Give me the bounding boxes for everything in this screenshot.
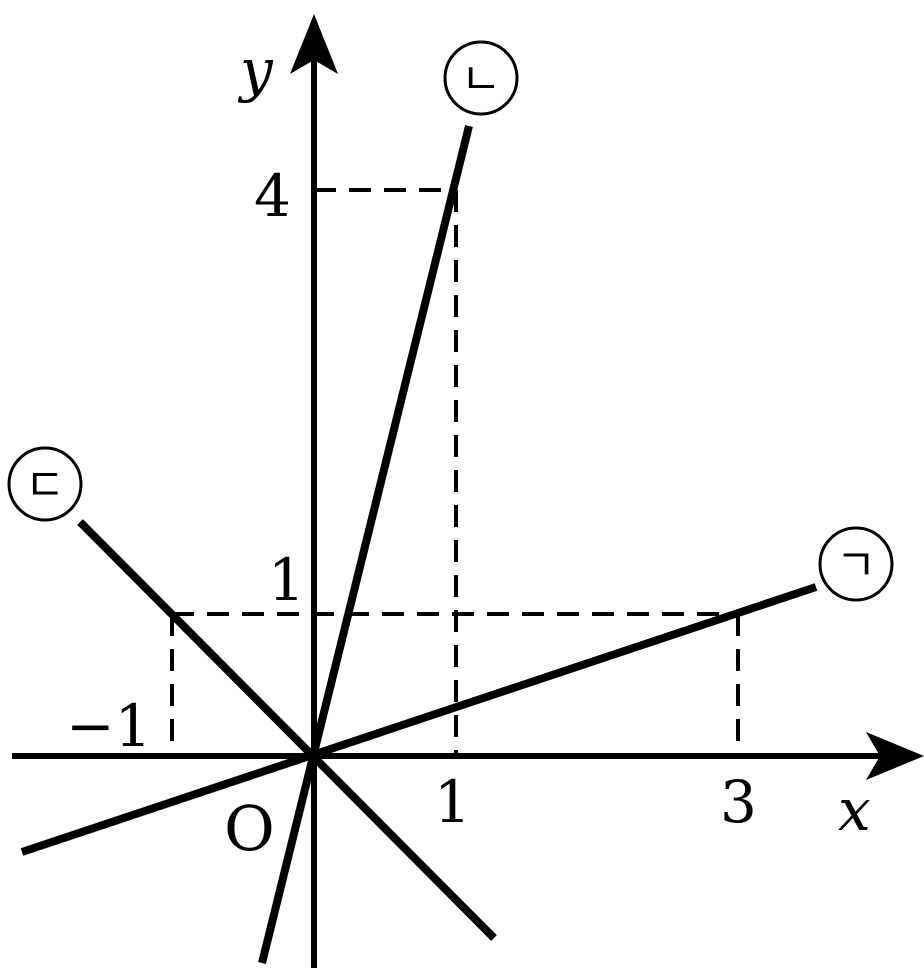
tick-x-1: 1 [434, 768, 471, 836]
badge-giyeok: ㄱ [818, 526, 894, 602]
badge-nieun: ㄴ [443, 40, 519, 116]
origin-label: O [224, 792, 275, 865]
tick-y-4: 4 [254, 162, 291, 230]
line-nieun [258, 125, 473, 964]
tick-x-neg1: −1 [66, 692, 152, 760]
line-giyeok [20, 583, 818, 856]
badge-giyeok-circle [818, 526, 894, 602]
badge-nieun-text: ㄴ [461, 54, 501, 105]
y-axis-label: y [237, 36, 274, 104]
tick-y-1: 1 [268, 546, 305, 614]
badge-giyeok-text: ㄱ [836, 540, 876, 591]
y-axis-arrow-icon [290, 14, 338, 74]
badge-digeut: ㄷ [7, 446, 83, 522]
tick-x-3: 3 [720, 768, 757, 836]
badge-digeut-circle [7, 446, 83, 522]
x-axis-label: x [838, 776, 871, 844]
badge-nieun-circle [443, 40, 519, 116]
line-digeut [77, 519, 497, 941]
badge-digeut-text: ㄷ [25, 460, 65, 511]
x-axis-arrow-icon [866, 732, 924, 780]
